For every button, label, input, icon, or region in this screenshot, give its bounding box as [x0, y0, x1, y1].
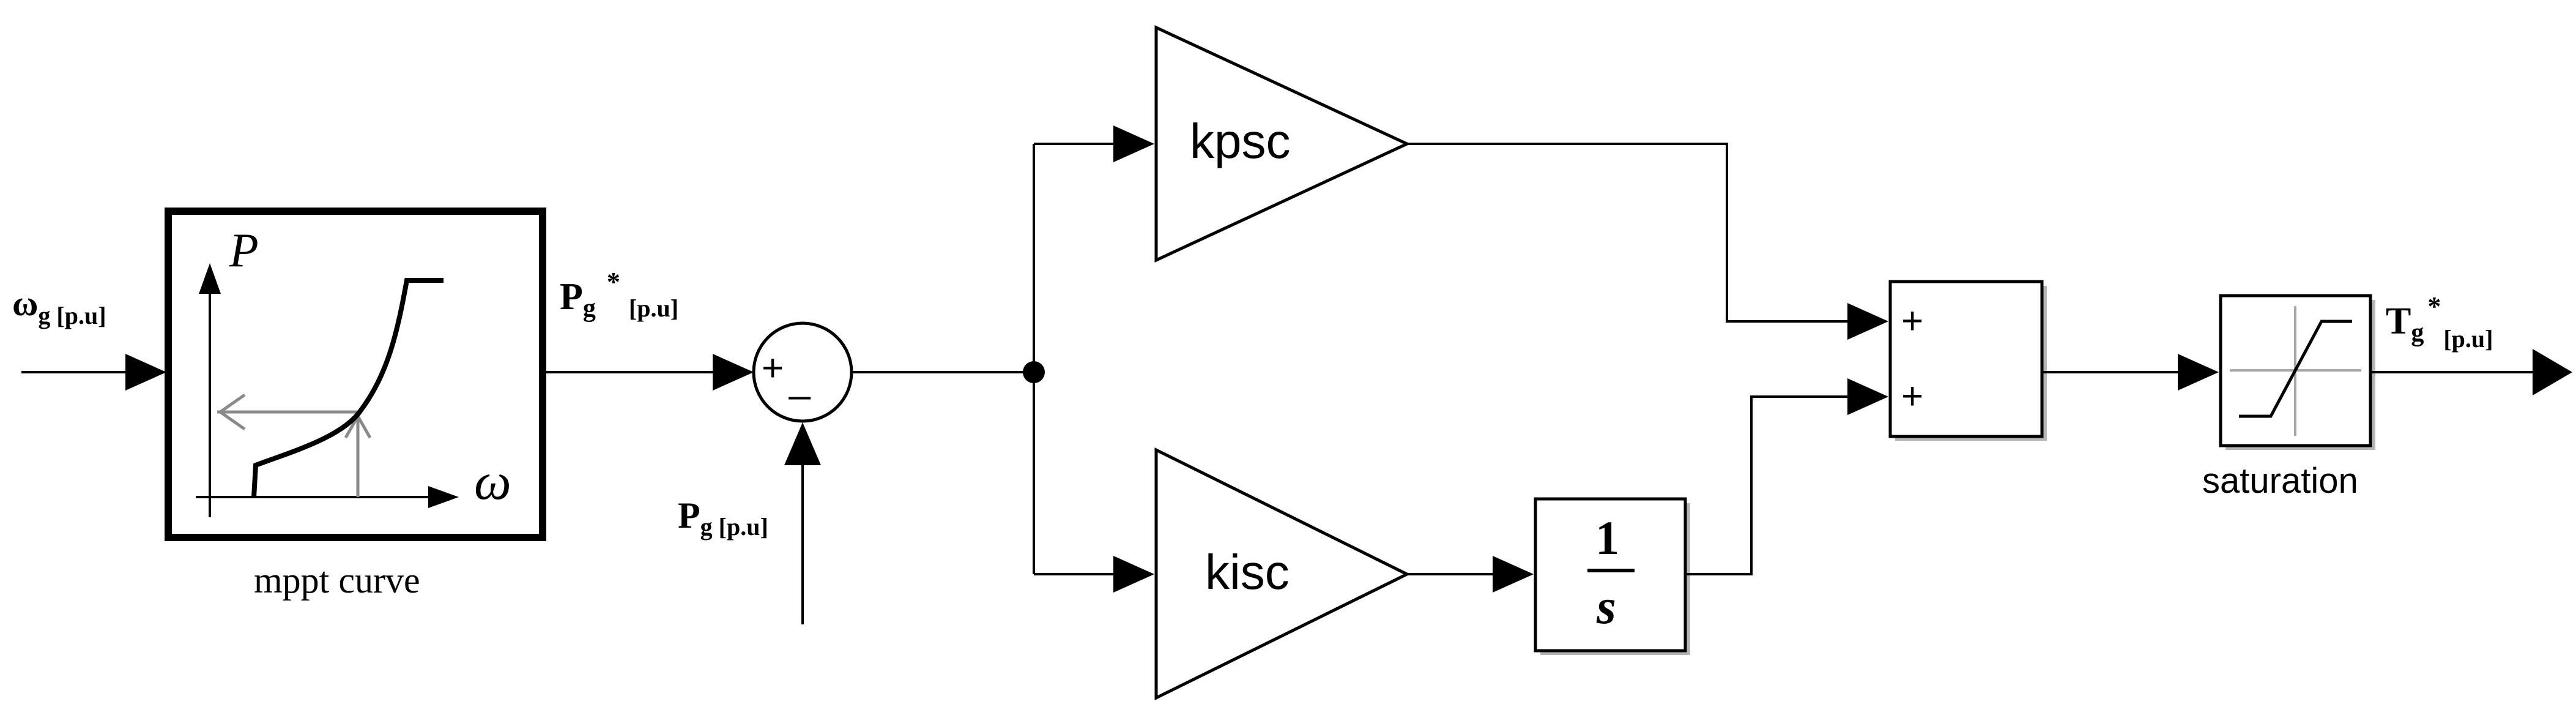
kisc-gain-block[interactable]	[1154, 447, 1411, 701]
pg-star-sub: g	[583, 294, 596, 323]
mppt-axis-x-label: ω	[474, 452, 511, 511]
input-omega-base: ω	[12, 283, 38, 323]
output-arrowhead	[2533, 349, 2572, 395]
mppt-axis-y-label: P	[229, 223, 259, 277]
sum1-plus-sign: +	[762, 347, 784, 389]
integrator-block[interactable]	[1534, 497, 1687, 653]
tg-star-unit: [p.u]	[2443, 325, 2493, 353]
pg-measured-label: Pg [p.u]	[678, 495, 768, 541]
pg-star-sup: *	[607, 267, 620, 297]
wire-integrator-to-sum2	[1685, 395, 1847, 575]
mppt-y-axis-arrow	[199, 263, 221, 294]
input-omega-sub: g [p.u]	[38, 302, 106, 329]
arrow-into-kpsc	[1113, 125, 1154, 162]
mppt-curve-block[interactable]	[165, 208, 546, 541]
pg-star-unit: [p.u]	[629, 294, 678, 322]
mppt-x-axis-arrow	[428, 486, 459, 508]
tg-star-sup: *	[2427, 291, 2441, 321]
tg-star-base: T	[2386, 301, 2411, 342]
arrow-into-sum2-top	[1847, 303, 1888, 340]
kpsc-gain-block[interactable]	[1154, 25, 1411, 263]
arrow-into-kisc	[1113, 556, 1154, 593]
pg-star-label: Pg * [p.u]	[560, 267, 678, 323]
pg-star-base: P	[560, 276, 583, 318]
kpsc-gain-label: kpsc	[1190, 114, 1291, 168]
integrator-numerator: 1	[1595, 511, 1619, 564]
sum1-minus-sign: _	[789, 358, 811, 400]
sum2-plus-top: +	[1901, 300, 1923, 342]
arrow-into-sum2-bottom	[1847, 378, 1888, 415]
arrow-into-sum1-bottom	[784, 422, 821, 465]
arrow-into-sum1	[713, 354, 754, 391]
wire-kpsc-to-sum2	[1407, 143, 1847, 323]
saturation-icon-curve	[2239, 320, 2352, 418]
input-omega-label: ωg [p.u]	[12, 283, 106, 329]
kisc-gain-label: kisc	[1205, 545, 1290, 599]
mppt-caption: mppt curve	[254, 560, 420, 601]
mppt-characteristic-curve	[251, 278, 444, 498]
saturation-caption: saturation	[2202, 461, 2358, 501]
mppt-curve-plot: P ω	[196, 223, 511, 517]
sum2-plus-bottom: +	[1901, 375, 1923, 417]
arrow-into-integrator	[1493, 556, 1534, 593]
pg-measured-base: P	[678, 495, 700, 536]
pi-sum-block[interactable]	[1888, 280, 2044, 438]
tg-star-label: Tg*[p.u]	[2386, 291, 2493, 353]
mppt-op-arrowhead-left	[217, 393, 246, 431]
pg-measured-sub: g [p.u]	[700, 513, 768, 541]
input-arrowhead	[125, 354, 166, 391]
integrator-denominator: s	[1596, 578, 1616, 634]
arrow-into-saturation	[2178, 354, 2219, 391]
tg-star-sub: g	[2411, 319, 2424, 347]
